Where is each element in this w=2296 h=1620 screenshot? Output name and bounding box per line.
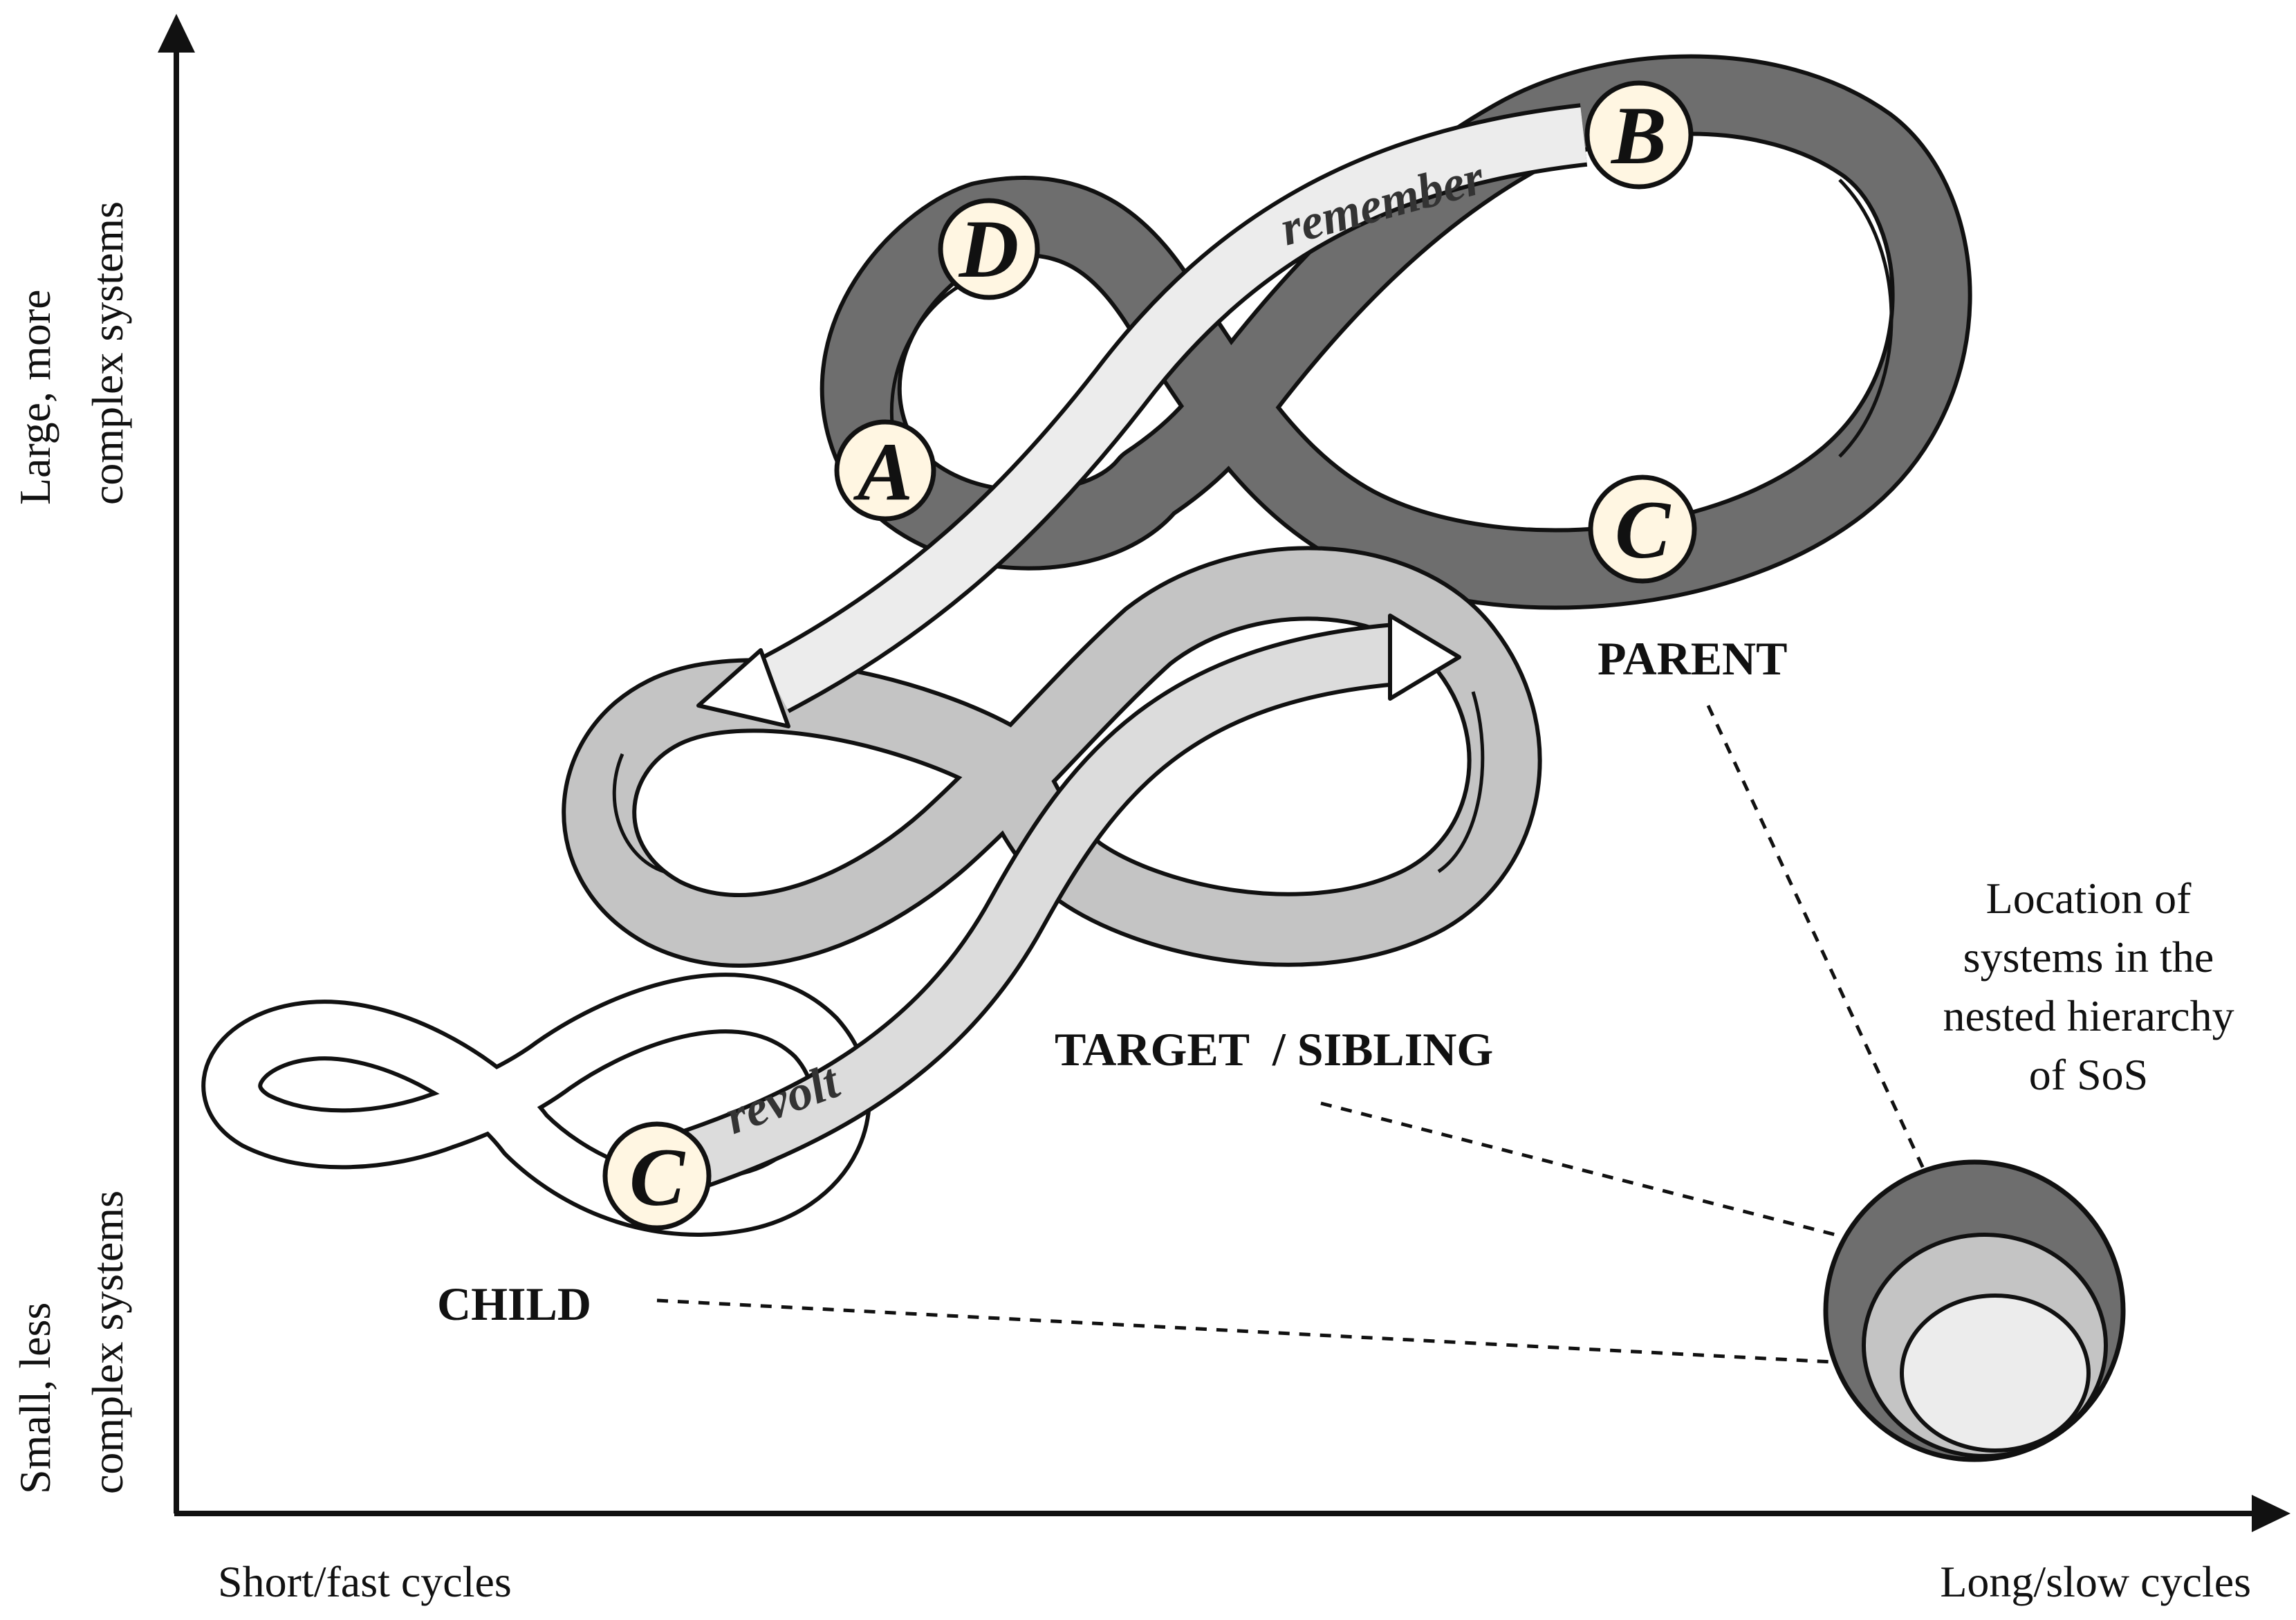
node-c-parent: C <box>1588 475 1697 584</box>
y-top-line2: complex systems <box>83 201 132 505</box>
svg-text:B: B <box>1610 89 1667 181</box>
child-ribbon <box>205 977 867 1233</box>
legend-line3: nested hierarchy <box>1943 991 2234 1040</box>
parent-label: PARENT <box>1598 632 1788 685</box>
legend-line1: Location of <box>1986 874 2192 923</box>
y-top-line1: Large, more <box>10 289 59 505</box>
node-a: A <box>834 419 936 522</box>
legend-line2: systems in the <box>1963 932 2214 982</box>
svg-text:C: C <box>1615 484 1672 576</box>
child-cycle <box>201 973 871 1237</box>
svg-text:C: C <box>629 1131 686 1223</box>
node-c-child: C <box>602 1121 712 1231</box>
remember-arrowhead <box>696 648 790 728</box>
legend-line4: of SoS <box>2029 1050 2149 1099</box>
y-bottom-line1: Small, less <box>10 1303 59 1494</box>
revolt-arrowhead <box>1388 614 1461 701</box>
x-axis-arrow <box>2252 1495 2290 1532</box>
target-cycle <box>562 546 1542 968</box>
node-d: D <box>938 198 1040 300</box>
svg-text:A: A <box>853 425 913 517</box>
target-ribbon <box>566 550 1538 964</box>
y-bottom-line2: complex systems <box>83 1190 132 1494</box>
x-axis-right-label: Long/slow cycles <box>1940 1557 2251 1606</box>
revolt-ribbon <box>655 626 1407 1196</box>
nested-hierarchy-sphere <box>1823 1159 2126 1462</box>
y-axis-top-label: Large, more complex systems <box>10 201 132 505</box>
y-axis-arrow <box>158 14 195 53</box>
node-b: B <box>1584 80 1694 190</box>
inner-child-sphere <box>1900 1294 2091 1453</box>
remember-ribbon <box>761 107 1587 710</box>
child-label: CHILD <box>437 1278 591 1330</box>
sphere-legend: Location of systems in the nested hierar… <box>1943 874 2234 1099</box>
axes <box>158 14 2290 1532</box>
target-sibling-label: TARGET / SIBLING <box>1055 1023 1493 1076</box>
svg-text:D: D <box>959 203 1019 295</box>
y-axis-bottom-label: Small, less complex systems <box>10 1190 132 1494</box>
child-leader <box>656 1298 1979 1372</box>
parent-leader <box>1706 704 1938 1198</box>
x-axis-left-label: Short/fast cycles <box>218 1557 512 1606</box>
